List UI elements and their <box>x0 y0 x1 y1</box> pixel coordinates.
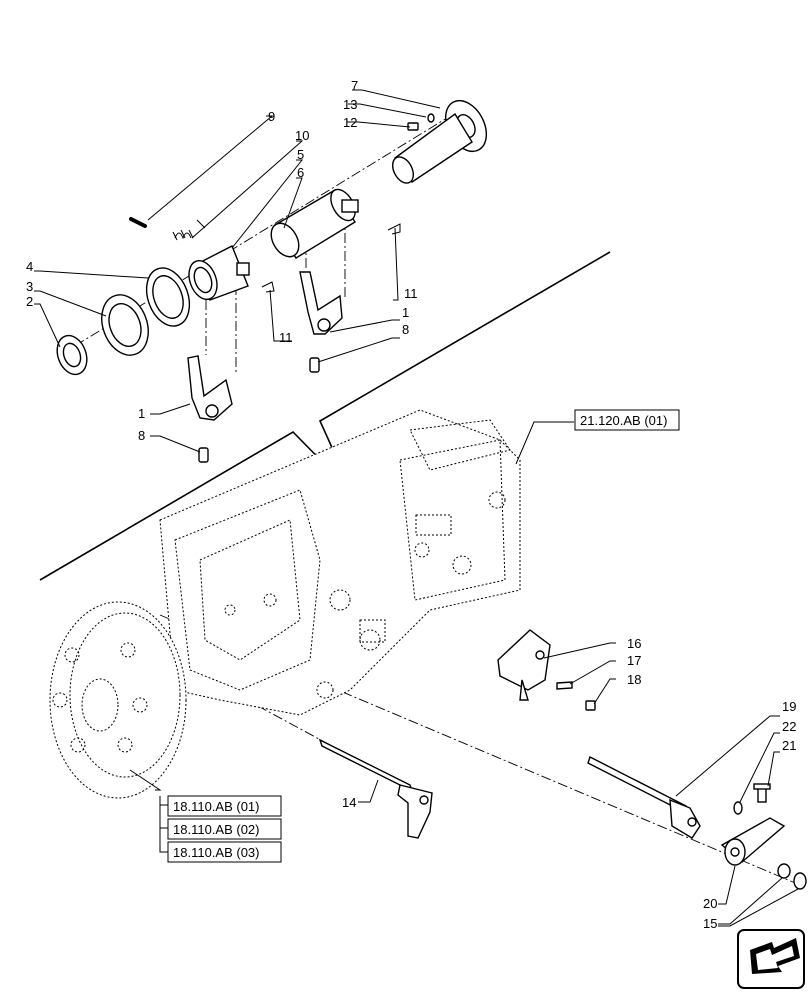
callout-20: 20 <box>703 896 717 911</box>
part-18-bolt <box>585 700 596 711</box>
part-15-washer <box>777 863 791 879</box>
part-10-spring <box>172 219 206 241</box>
ref-housing-label: 21.120.AB (01) <box>580 413 667 428</box>
ref-clutch-label-2: 18.110.AB (02) <box>173 822 259 837</box>
ref-box-clutch-3[interactable]: 18.110.AB (03) <box>167 841 282 863</box>
callout-9: 9 <box>268 109 275 124</box>
part-9-pin <box>129 217 147 228</box>
ref-clutch-label-3: 18.110.AB (03) <box>173 845 259 860</box>
part-21-bolt <box>753 783 771 803</box>
callout-17: 17 <box>627 653 641 668</box>
part-20-lever <box>720 817 786 866</box>
part-1-fork-upper <box>299 271 343 335</box>
callout-2: 2 <box>26 294 33 309</box>
callout-3: 3 <box>26 279 33 294</box>
part-16-bracket <box>497 629 551 701</box>
callout-11-upper: 11 <box>404 286 418 301</box>
transmission-housing <box>159 409 521 716</box>
callout-1-upper: 1 <box>402 305 409 320</box>
clutch-assembly <box>49 601 187 799</box>
part-7-sleeve <box>391 100 488 184</box>
callout-1-lower: 1 <box>138 406 145 421</box>
arrow-icon[interactable] <box>737 929 805 989</box>
callout-11-lower: 11 <box>279 330 293 345</box>
callout-13: 13 <box>343 97 357 112</box>
callout-22: 22 <box>782 719 796 734</box>
part-5-carrier <box>188 245 250 301</box>
callout-6: 6 <box>297 165 304 180</box>
part-15-nut <box>793 872 807 890</box>
ref-box-housing[interactable]: 21.120.AB (01) <box>574 409 680 431</box>
callout-7: 7 <box>351 78 358 93</box>
part-11-clip-lower <box>261 281 275 293</box>
callout-8-lower: 8 <box>138 428 145 443</box>
part-6-cylinder <box>270 188 359 259</box>
callout-18: 18 <box>627 672 641 687</box>
part-22-washer <box>733 801 743 815</box>
part-3-bearing <box>101 294 149 356</box>
part-2-seal <box>56 334 88 376</box>
ref-box-clutch-2[interactable]: 18.110.AB (02) <box>167 818 282 840</box>
part-19-shaft <box>587 756 701 839</box>
callout-4: 4 <box>26 259 33 274</box>
ref-box-clutch-1[interactable]: 18.110.AB (01) <box>167 795 282 817</box>
callout-19: 19 <box>782 699 796 714</box>
part-8-plug-lower <box>198 447 209 463</box>
part-11-clip-upper <box>387 223 401 235</box>
part-13-washer <box>427 113 435 123</box>
callout-5: 5 <box>297 147 304 162</box>
part-14-shaft <box>318 738 433 839</box>
callout-15: 15 <box>703 916 717 931</box>
callout-12: 12 <box>343 115 357 130</box>
callout-8-upper: 8 <box>402 322 409 337</box>
callout-14: 14 <box>342 795 356 810</box>
part-4-bearing <box>145 267 191 327</box>
callout-21: 21 <box>782 738 796 753</box>
ref-clutch-label-1: 18.110.AB (01) <box>173 799 259 814</box>
callout-10: 10 <box>295 128 309 143</box>
leader-lines <box>34 89 799 927</box>
callout-16: 16 <box>627 636 641 651</box>
part-17-pin <box>556 681 573 690</box>
part-1-fork-lower <box>187 355 233 421</box>
part-8-plug-upper <box>309 357 320 373</box>
